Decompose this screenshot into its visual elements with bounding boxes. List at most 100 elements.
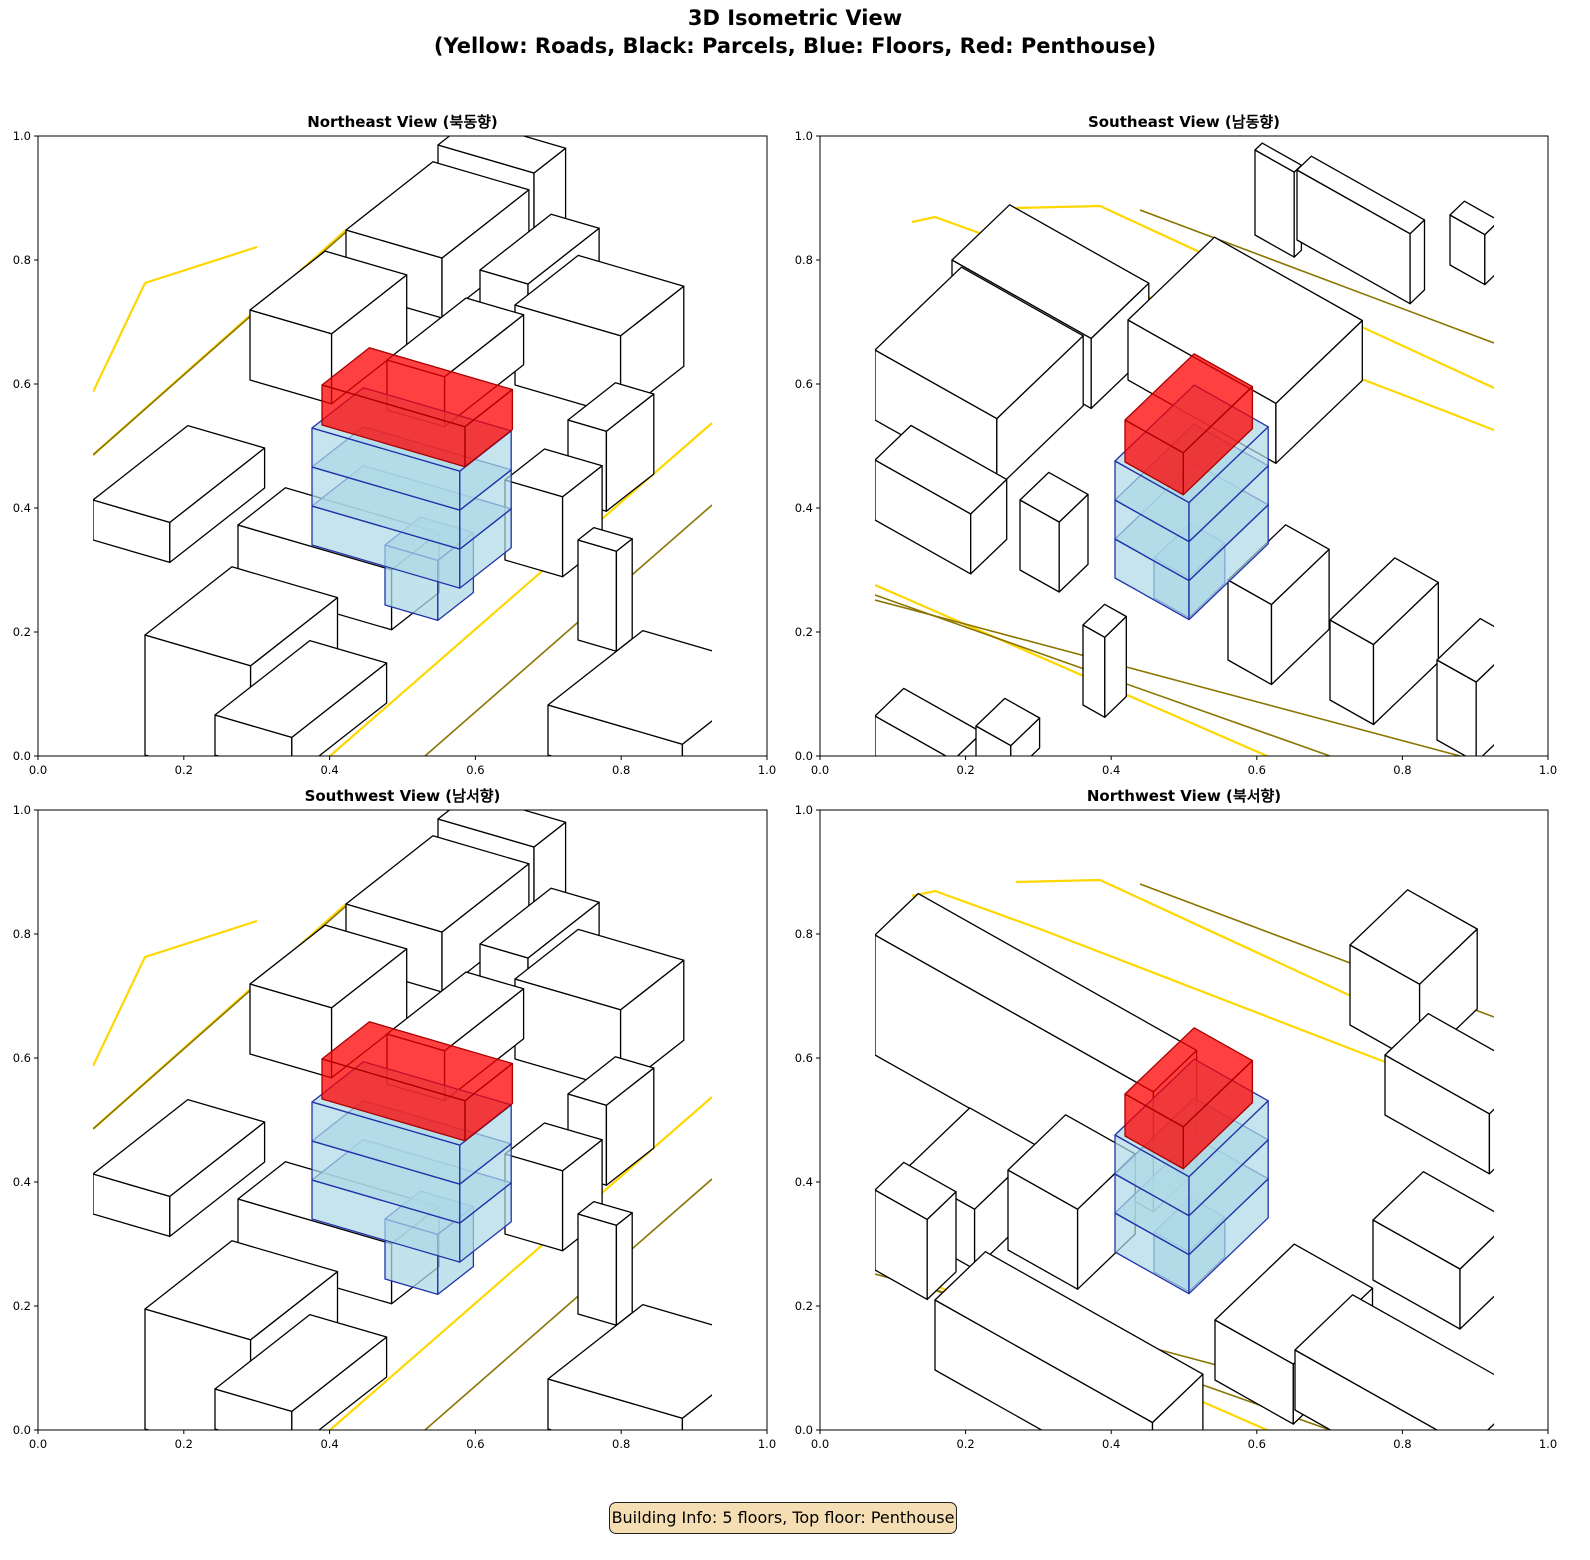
parcel-building [1436, 617, 1494, 756]
parcel-building [875, 687, 983, 756]
subplot-title: Southeast View (남동향) [1088, 113, 1280, 131]
road-line [911, 889, 1494, 1106]
y-tick-label: 1.0 [795, 129, 813, 143]
x-tick-label: 0.6 [466, 1437, 484, 1451]
figure-subtitle: (Yellow: Roads, Black: Parcels, Blue: Fl… [433, 34, 1157, 58]
y-tick-label: 0.8 [13, 253, 31, 267]
road-line [875, 583, 1270, 756]
parcel-building [1329, 557, 1439, 726]
parcel-building [1227, 524, 1330, 686]
x-tick-label: 0.2 [956, 763, 974, 777]
penthouse [1124, 1027, 1254, 1170]
y-tick-label: 0.6 [13, 377, 31, 391]
penthouse [321, 347, 514, 468]
penthouse [321, 1021, 514, 1142]
x-tick-label: 0.4 [320, 1437, 338, 1451]
parcel-building [875, 1161, 957, 1301]
x-tick-label: 0.0 [811, 763, 829, 777]
parcel-building [875, 424, 1008, 575]
parcel-building [547, 629, 712, 756]
x-tick-label: 0.4 [1102, 1437, 1120, 1451]
parcel-building [514, 928, 685, 1091]
subplot-title: Northwest View (북서향) [1087, 787, 1281, 805]
x-tick-label: 0.2 [175, 763, 193, 777]
parcel-building [567, 382, 655, 512]
y-tick-label: 0.0 [795, 1423, 813, 1437]
parcel-building [934, 1251, 1204, 1430]
parcel-building [1019, 471, 1089, 593]
x-tick-label: 0.6 [1248, 1437, 1266, 1451]
y-tick-label: 0.6 [795, 1051, 813, 1065]
scene [93, 136, 712, 756]
x-tick-label: 0.0 [29, 763, 47, 777]
y-tick-label: 0.8 [795, 927, 813, 941]
x-tick-label: 1.0 [758, 763, 776, 777]
parcel-building [1296, 155, 1426, 305]
parcel-building [1254, 142, 1303, 258]
scene [875, 878, 1494, 1430]
x-tick-label: 1.0 [1539, 1437, 1557, 1451]
parcel-building [1082, 603, 1127, 718]
road-edge-line [424, 1178, 712, 1430]
y-tick-label: 0.2 [795, 1299, 813, 1313]
building-info-box: Building Info: 5 floors, Top floor: Pent… [609, 1502, 957, 1534]
parcel-building [214, 1313, 388, 1430]
x-tick-label: 1.0 [758, 1437, 776, 1451]
road-line [93, 919, 258, 1067]
axes-frame [819, 809, 1549, 1431]
y-tick-label: 0.2 [795, 625, 813, 639]
x-tick-label: 0.8 [1393, 763, 1411, 777]
x-tick-label: 0.4 [320, 763, 338, 777]
subplot-sw: Southwest View (남서향) 0.0 0.2 0.4 0.6 0.8 1.0 0.… [13, 787, 776, 1451]
x-tick-label: 0.8 [1393, 1437, 1411, 1451]
y-tick-label: 1.0 [795, 803, 813, 817]
y-tick-label: 0.8 [13, 927, 31, 941]
road-line [93, 245, 258, 393]
y-tick-label: 0.2 [13, 1299, 31, 1313]
y-tick-label: 0.2 [13, 625, 31, 639]
parcel-building [577, 526, 633, 652]
parcel-building [975, 697, 1041, 756]
y-tick-label: 0.8 [795, 253, 813, 267]
y-tick-label: 0.6 [795, 377, 813, 391]
y-tick-label: 0.4 [13, 501, 31, 515]
parcel-building [249, 250, 408, 405]
x-tick-label: 1.0 [1539, 763, 1557, 777]
figure-title: 3D Isometric View [687, 6, 903, 30]
scene [93, 810, 712, 1430]
parcel-building [93, 1098, 266, 1238]
parcel-building [547, 1303, 712, 1430]
axes-frame [819, 135, 1549, 757]
y-tick-label: 1.0 [13, 803, 31, 817]
y-tick-label: 0.0 [795, 749, 813, 763]
parcel-building [504, 1122, 603, 1252]
x-tick-label: 0.0 [811, 1437, 829, 1451]
parcel-building [514, 254, 685, 417]
y-tick-label: 0.6 [13, 1051, 31, 1065]
road-edge-line [875, 599, 1461, 756]
axes-frame [37, 809, 768, 1431]
parcel-building [93, 424, 266, 564]
x-tick-label: 0.0 [29, 1437, 47, 1451]
x-tick-label: 0.2 [956, 1437, 974, 1451]
road-edge-line [424, 504, 712, 756]
penthouse [1124, 353, 1254, 496]
parcel-building [875, 266, 1084, 490]
subplot-se: Southeast View (남동향) 0.0 0.2 0.4 0.6 0.8 1.0 0.… [795, 113, 1557, 777]
y-tick-label: 0.4 [795, 501, 813, 515]
x-tick-label: 0.8 [612, 1437, 630, 1451]
x-tick-label: 0.6 [466, 763, 484, 777]
subplot-title: Southwest View (남서향) [305, 787, 501, 805]
x-tick-label: 0.8 [612, 763, 630, 777]
road-edge-line [1139, 209, 1494, 344]
parcel-building [1372, 1171, 1494, 1330]
parcel-building [1294, 1294, 1494, 1430]
y-tick-label: 0.4 [13, 1175, 31, 1189]
x-tick-label: 0.4 [1102, 763, 1120, 777]
parcel-building [1449, 200, 1494, 286]
y-tick-label: 0.0 [13, 1423, 31, 1437]
y-tick-label: 0.0 [13, 749, 31, 763]
